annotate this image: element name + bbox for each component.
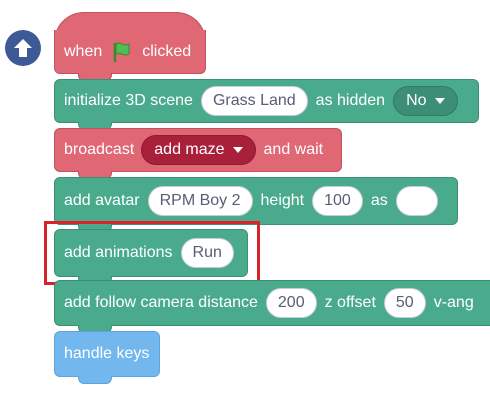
chevron-down-icon <box>434 98 445 104</box>
z-offset-label: z offset <box>324 294 376 311</box>
follow-camera-label: add follow camera distance <box>64 294 258 311</box>
clicked-label: clicked <box>142 42 192 60</box>
as-label: as <box>370 192 388 209</box>
height-input[interactable]: 100 <box>312 186 363 216</box>
height-label: height <box>260 192 305 209</box>
highlight-box <box>44 221 260 285</box>
when-label: when <box>64 42 103 60</box>
arrow-up-icon <box>14 39 32 57</box>
message-dropdown[interactable]: add maze <box>141 135 256 165</box>
handle-keys-block[interactable]: handle keys <box>54 331 160 377</box>
add-animations-label: add animations <box>64 244 173 261</box>
animation-input[interactable]: Run <box>180 238 234 268</box>
chevron-down-icon <box>232 147 243 153</box>
broadcast-and-wait-block[interactable]: broadcast add maze and wait <box>54 128 342 172</box>
handle-keys-label: handle keys <box>64 345 150 362</box>
green-flag-icon <box>114 42 130 62</box>
add-avatar-label: add avatar <box>64 192 140 209</box>
add-follow-camera-block[interactable]: add follow camera distance 200 z offset … <box>54 280 490 326</box>
as-hidden-label: as hidden <box>315 92 386 109</box>
avatar-name-input[interactable]: RPM Boy 2 <box>147 186 253 216</box>
message-dropdown-value: add maze <box>154 141 225 158</box>
add-avatar-block[interactable]: add avatar RPM Boy 2 height 100 as <box>54 177 458 225</box>
initialize-label: initialize 3D scene <box>64 92 193 109</box>
scroll-up-button[interactable] <box>5 30 41 66</box>
v-ang-label: v-ang <box>433 294 474 311</box>
hidden-dropdown-value: No <box>406 92 427 109</box>
scene-input[interactable]: Grass Land <box>200 86 308 116</box>
when-flag-clicked-block[interactable]: when clicked <box>54 30 206 74</box>
add-animations-block[interactable]: add animations Run <box>54 229 248 277</box>
hidden-dropdown[interactable]: No <box>393 86 458 116</box>
z-offset-input[interactable]: 50 <box>383 288 426 318</box>
keys-notch <box>78 376 112 384</box>
initialize-3d-scene-block[interactable]: initialize 3D scene Grass Land as hidden… <box>54 79 479 123</box>
as-input[interactable] <box>395 186 438 216</box>
and-wait-label: and wait <box>263 141 324 158</box>
distance-input[interactable]: 200 <box>265 288 317 318</box>
broadcast-label: broadcast <box>64 141 135 158</box>
